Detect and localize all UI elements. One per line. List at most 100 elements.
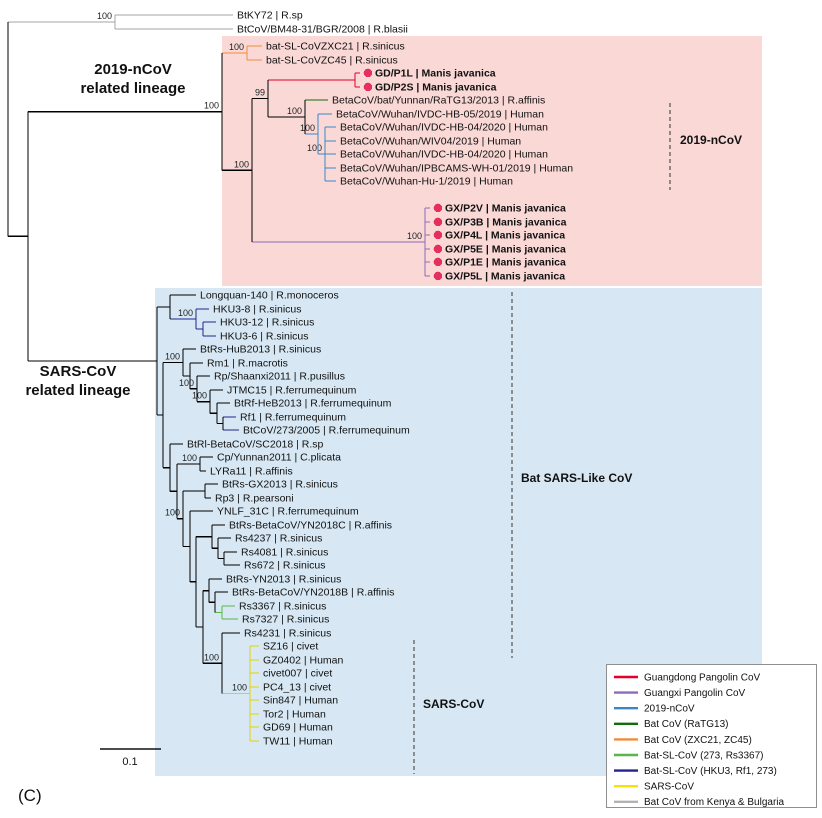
panel-label: (C) [18,786,42,805]
taxon-label: Longquan-140 | R.monoceros [200,290,339,302]
bootstrap-value: 99 [255,88,265,98]
bootstrap-value: 100 [192,391,207,401]
bootstrap-value: 100 [287,106,302,116]
pangolin-dot [433,257,443,267]
taxon-label: GX/P5L | Manis javanica [445,271,565,283]
bootstrap-value: 100 [234,159,249,169]
pangolin-dot [363,68,373,78]
taxon-label: Rp3 | R.pearsoni [215,493,294,505]
taxon-label: BtCoV/273/2005 | R.ferrumequinum [243,425,410,437]
legend-item-label: Bat CoV (RaTG13) [644,719,728,730]
taxon-label: Sin847 | Human [263,695,338,707]
taxon-label: HKU3-12 | R.sinicus [220,317,314,329]
taxon-label: Rs7327 | R.sinicus [242,614,329,626]
legend-item-label: Bat CoV (ZXC21, ZC45) [644,735,752,746]
sars-lineage-label-line1: SARS-CoV [40,363,117,380]
taxon-label: Rs4231 | R.sinicus [244,628,331,640]
taxon-label: Tor2 | Human [263,709,326,721]
taxon-label: GX/P2V | Manis javanica [445,203,566,215]
taxon-label: GX/P4L | Manis javanica [445,230,565,242]
taxon-label: BetaCoV/bat/Yunnan/RaTG13/2013 | R.affin… [332,95,545,107]
legend-item-label: SARS-CoV [644,782,694,793]
taxon-label: BetaCoV/Wuhan/WIV04/2019 | Human [340,136,521,148]
taxon-label: BtRs-BetaCoV/YN2018B | R.affinis [232,587,394,599]
taxon-label: GZ0402 | Human [263,655,344,667]
clade-label-sars-cov: SARS-CoV [423,697,484,711]
pangolin-dot [433,217,443,227]
taxon-label: GD/P2S | Manis javanica [375,82,497,94]
taxon-label: BetaCoV/Wuhan/IVDC-HB-04/2020 | Human [340,122,548,134]
bootstrap-value: 100 [229,42,244,52]
legend-item-label: Bat-SL-CoV (HKU3, Rf1, 273) [644,766,777,777]
bootstrap-value: 100 [407,231,422,241]
ncov-lineage-box [222,36,762,286]
taxon-label: civet007 | civet [263,668,332,680]
taxon-label: GD69 | Human [263,722,333,734]
taxon-label: Rf1 | R.ferrumequinum [240,412,346,424]
bootstrap-value: 100 [97,11,112,21]
legend: Guangdong Pangolin CoV Guangxi Pangolin C… [606,664,817,808]
taxon-label: GX/P5E | Manis javanica [445,244,566,256]
bootstrap-value: 100 [178,308,193,318]
taxon-label: BtRs-GX2013 | R.sinicus [222,479,338,491]
taxon-label: BetaCoV/Wuhan/IPBCAMS-WH-01/2019 | Human [340,163,573,175]
taxon-label: Rm1 | R.macrotis [207,358,288,370]
taxon-label: BtCoV/BM48-31/BGR/2008 | R.blasii [237,24,408,36]
taxon-label: TW11 | Human [263,736,333,748]
legend-item-label: Bat CoV from Kenya & Bulgaria [644,797,785,808]
taxon-label: Rs4237 | R.sinicus [235,533,322,545]
pangolin-dot [433,244,443,254]
legend-box [606,664,817,808]
bootstrap-value: 100 [204,101,219,111]
bootstrap-value: 100 [179,378,194,388]
clade-label-bat-sars-like: Bat SARS-Like CoV [521,471,632,485]
taxon-label: JTMC15 | R.ferrumequinum [227,385,357,397]
taxon-label: Rs4081 | R.sinicus [241,547,328,559]
legend-item-label: Guangdong Pangolin CoV [644,672,761,683]
taxon-label: Rp/Shaanxi2011 | R.pusillus [214,371,345,383]
taxon-label: BetaCoV/Wuhan/IVDC-HB-04/2020 | Human [340,149,548,161]
bootstrap-value: 100 [182,453,197,463]
taxon-label: YNLF_31C | R.ferrumequinum [217,506,359,518]
taxon-label: Rs3367 | R.sinicus [239,601,326,613]
pangolin-dot [433,271,443,281]
taxon-label: GX/P3B | Manis javanica [445,217,567,229]
taxon-label: BtRl-BetaCoV/SC2018 | R.sp [187,439,324,451]
bootstrap-value: 100 [204,652,219,662]
clade-label-2019-ncov: 2019-nCoV [680,133,742,147]
bootstrap-value: 100 [165,351,180,361]
taxon-label: PC4_13 | civet [263,682,331,694]
scale-bar-label: 0.1 [122,756,137,768]
ncov-lineage-label-line2: related lineage [80,80,185,97]
taxon-label: GD/P1L | Manis javanica [375,68,496,80]
pangolin-dot [363,82,373,92]
taxon-label: bat-SL-CoVZXC21 | R.sinicus [266,41,405,53]
taxon-label: Rs672 | R.sinicus [244,560,326,572]
legend-item-label: Bat-SL-CoV (273, Rs3367) [644,750,764,761]
taxon-label: BtRs-YN2013 | R.sinicus [226,574,341,586]
pangolin-dot [433,203,443,213]
pangolin-dot [433,230,443,240]
bootstrap-value: 100 [307,143,322,153]
taxon-label: bat-SL-CoVZC45 | R.sinicus [266,55,398,67]
taxon-label: Cp/Yunnan2011 | C.plicata [217,452,341,464]
bootstrap-value: 100 [165,508,180,518]
taxon-label: BtRs-BetaCoV/YN2018C | R.affinis [229,520,392,532]
taxon-label: LYRa11 | R.affinis [210,466,293,478]
taxon-label: BtKY72 | R.sp [237,10,303,22]
sars-lineage-label-line2: related lineage [25,382,130,399]
taxon-label: GX/P1E | Manis javanica [445,257,566,269]
taxon-label: SZ16 | civet [263,641,318,653]
ncov-lineage-label-line1: 2019-nCoV [94,61,172,78]
taxon-label: BtRf-HeB2013 | R.ferrumequinum [234,398,392,410]
legend-item-label: Guangxi Pangolin CoV [644,688,746,699]
taxon-label: HKU3-8 | R.sinicus [213,304,302,316]
bootstrap-value: 100 [232,683,247,693]
taxon-label: BetaCoV/Wuhan-Hu-1/2019 | Human [340,176,513,188]
legend-item-label: 2019-nCoV [644,704,695,715]
bootstrap-value: 100 [300,123,315,133]
taxon-label: BtRs-HuB2013 | R.sinicus [200,344,321,356]
